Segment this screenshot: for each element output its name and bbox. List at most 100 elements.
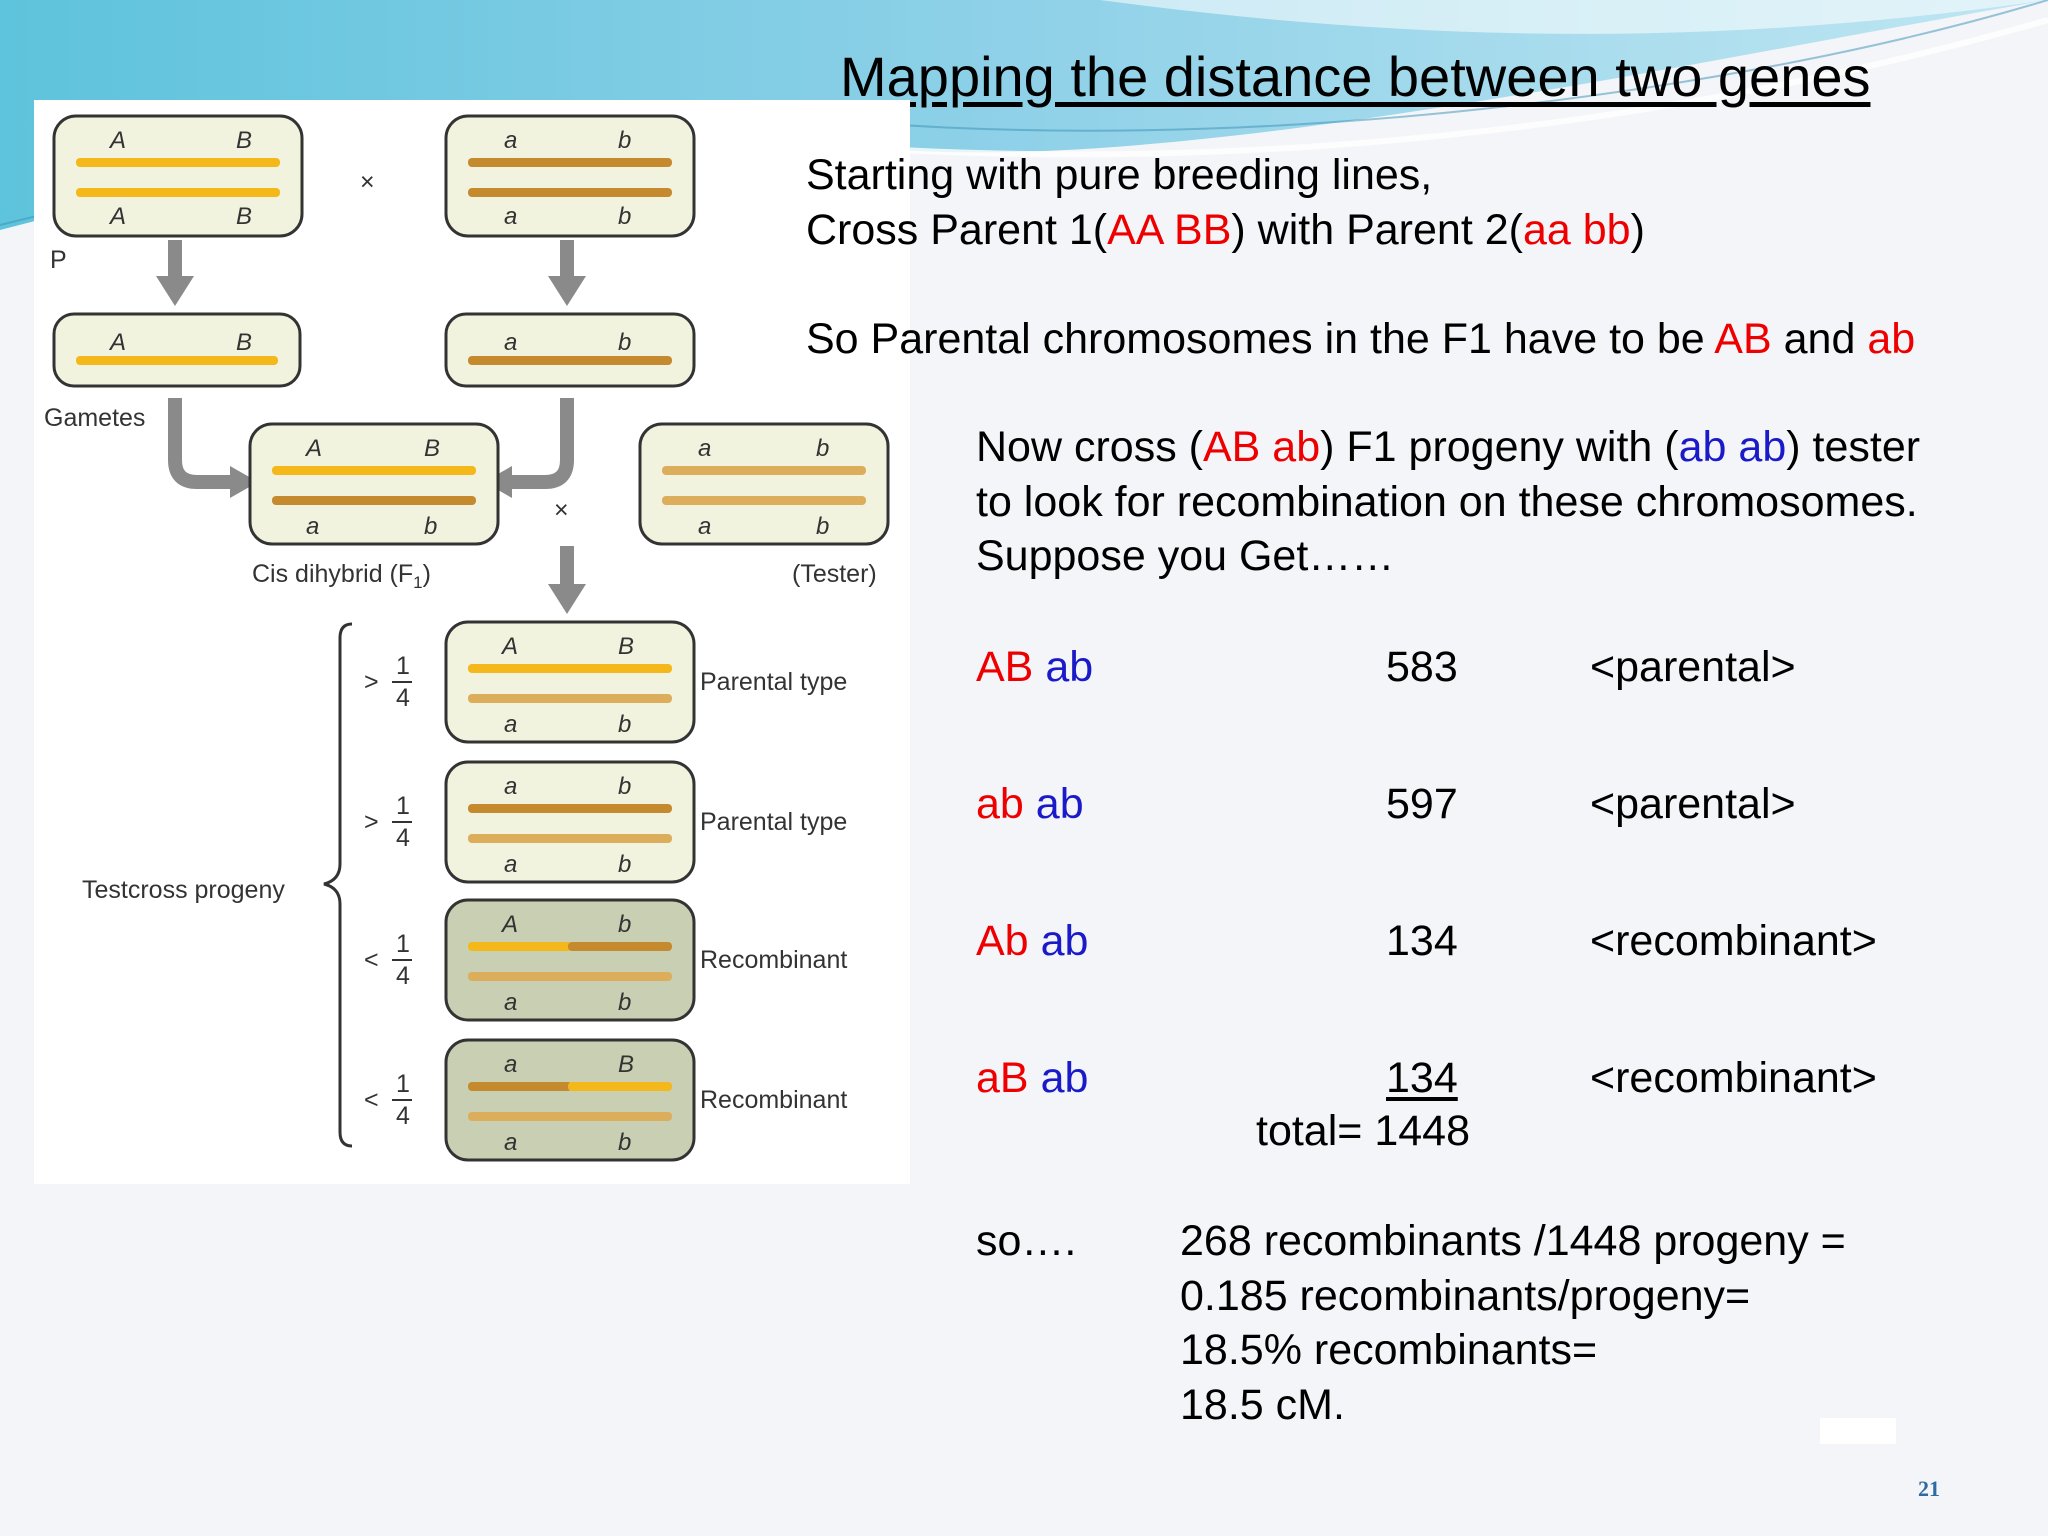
blank-patch (1820, 1418, 1896, 1444)
svg-text:b: b (618, 989, 631, 1016)
total-count: total= 1448 (1256, 1107, 1470, 1155)
svg-text:>: > (364, 808, 379, 836)
calculation-line: 268 recombinants /1448 progeny = (1180, 1217, 1846, 1265)
svg-text:1: 1 (396, 1070, 410, 1098)
cis-dihybrid-label: Cis dihybrid (F1) (252, 560, 431, 592)
result-count: 134 (1386, 1054, 1458, 1102)
parental-chromosomes-text: So Parental chromosomes in the F1 have t… (806, 315, 1916, 363)
arrow-icon (548, 546, 586, 614)
so-label: so…. (976, 1217, 1077, 1265)
calculation-line: 18.5% recombinants= (1180, 1326, 1598, 1375)
allele-label: B (236, 127, 252, 154)
svg-text:Recombinant: Recombinant (700, 946, 847, 974)
result-count: 134 (1386, 917, 1458, 965)
allele-label: B (236, 203, 252, 230)
svg-text:<: < (364, 946, 379, 974)
svg-text:B: B (236, 329, 252, 356)
result-type: <parental> (1590, 780, 1796, 828)
svg-text:B: B (618, 633, 634, 660)
progeny-recombinant-Ab: < 1 4 A b a b Recombinant (364, 898, 847, 1022)
svg-text:<: < (364, 1086, 379, 1114)
svg-text:b: b (618, 911, 631, 938)
svg-text:b: b (618, 851, 631, 878)
intro-line-1: Starting with pure breeding lines, (806, 151, 1433, 199)
svg-text:a: a (504, 773, 517, 800)
svg-text:b: b (424, 513, 437, 540)
result-type: <recombinant> (1590, 917, 1877, 965)
svg-text:Parental type: Parental type (700, 808, 847, 836)
svg-text:A: A (108, 329, 126, 356)
calculation-line: 18.5 cM. (1180, 1380, 1345, 1429)
testcross-line-1: Now cross (AB ab) F1 progeny with (ab ab… (976, 423, 1921, 471)
slide-title: Mapping the distance between two genes (840, 45, 1871, 108)
calculation-line: 0.185 recombinants/progeny= (1180, 1271, 1751, 1320)
svg-text:>: > (364, 668, 379, 696)
allele-label: a (504, 127, 517, 154)
svg-text:Recombinant: Recombinant (700, 1086, 847, 1114)
svg-text:b: b (816, 513, 829, 540)
svg-text:1: 1 (396, 930, 410, 958)
gamete-AB: A B (52, 312, 302, 388)
progeny-recombinant-aB: < 1 4 a B a b Recombinant (364, 1038, 847, 1162)
tester-chromosome-pair: a b a b (638, 422, 890, 546)
result-genotype: Ab ab (976, 917, 1089, 965)
allele-label: a (504, 203, 517, 230)
testcross-line-3: Suppose you Get…… (976, 532, 1395, 581)
svg-text:b: b (618, 1129, 631, 1156)
svg-text:a: a (306, 513, 319, 540)
testcross-text: Now cross (AB ab) F1 progeny with (ab ab… (976, 420, 1920, 584)
result-count: 597 (1386, 780, 1458, 828)
result-type: <parental> (1590, 643, 1796, 691)
result-type: <recombinant> (1590, 1054, 1877, 1102)
svg-text:Parental type: Parental type (700, 668, 847, 696)
svg-text:a: a (698, 435, 711, 462)
cross-symbol: × (360, 168, 375, 196)
svg-text:B: B (618, 1051, 634, 1078)
allele-label: A (108, 203, 126, 230)
result-genotype: AB ab (976, 643, 1094, 691)
result-genotype: ab ab (976, 780, 1084, 828)
progeny-brace (323, 622, 353, 1148)
cross-symbol: × (554, 496, 569, 524)
arrow-icon (156, 240, 586, 306)
svg-text:b: b (618, 329, 631, 356)
tester-label: (Tester) (792, 560, 877, 588)
testcross-diagram: A B A B × a b a b P A B a b Gametes (34, 100, 910, 1184)
allele-label: A (108, 127, 126, 154)
svg-text:b: b (618, 711, 631, 738)
svg-text:4: 4 (396, 684, 410, 712)
parent1-chromosome-pair: A B A B (52, 114, 304, 238)
svg-text:4: 4 (396, 1102, 410, 1130)
gamete-ab: a b (444, 312, 696, 388)
svg-text:a: a (504, 711, 517, 738)
testcross-progeny-label: Testcross progeny (82, 876, 285, 904)
parent2-chromosome-pair: a b a b (444, 114, 696, 238)
calculation-text: 268 recombinants /1448 progeny = 0.185 r… (1180, 1214, 1846, 1432)
testcross-line-2: to look for recombination on these chrom… (976, 477, 1918, 526)
p-label: P (50, 246, 67, 274)
result-count: 583 (1386, 643, 1458, 691)
svg-text:A: A (304, 435, 322, 462)
svg-text:a: a (504, 851, 517, 878)
svg-text:A: A (500, 911, 518, 938)
svg-text:1: 1 (396, 792, 410, 820)
svg-text:b: b (816, 435, 829, 462)
gametes-label: Gametes (44, 404, 145, 432)
progeny-parental-AB: > 1 4 A B a b Parental type (364, 620, 847, 744)
svg-text:1: 1 (396, 652, 410, 680)
page-number: 21 (1918, 1476, 1940, 1501)
allele-label: b (618, 127, 631, 154)
merge-arrow-icon (168, 398, 574, 489)
svg-text:a: a (504, 989, 517, 1016)
allele-label: b (618, 203, 631, 230)
svg-text:B: B (424, 435, 440, 462)
progeny-parental-ab: > 1 4 a b a b Parental type (364, 760, 847, 884)
svg-text:a: a (504, 1129, 517, 1156)
svg-text:a: a (504, 1051, 517, 1078)
svg-text:4: 4 (396, 962, 410, 990)
svg-text:a: a (698, 513, 711, 540)
intro-text: Starting with pure breeding lines, Cross… (806, 148, 1645, 257)
svg-text:A: A (500, 633, 518, 660)
result-genotype: aB ab (976, 1054, 1089, 1102)
svg-text:4: 4 (396, 824, 410, 852)
